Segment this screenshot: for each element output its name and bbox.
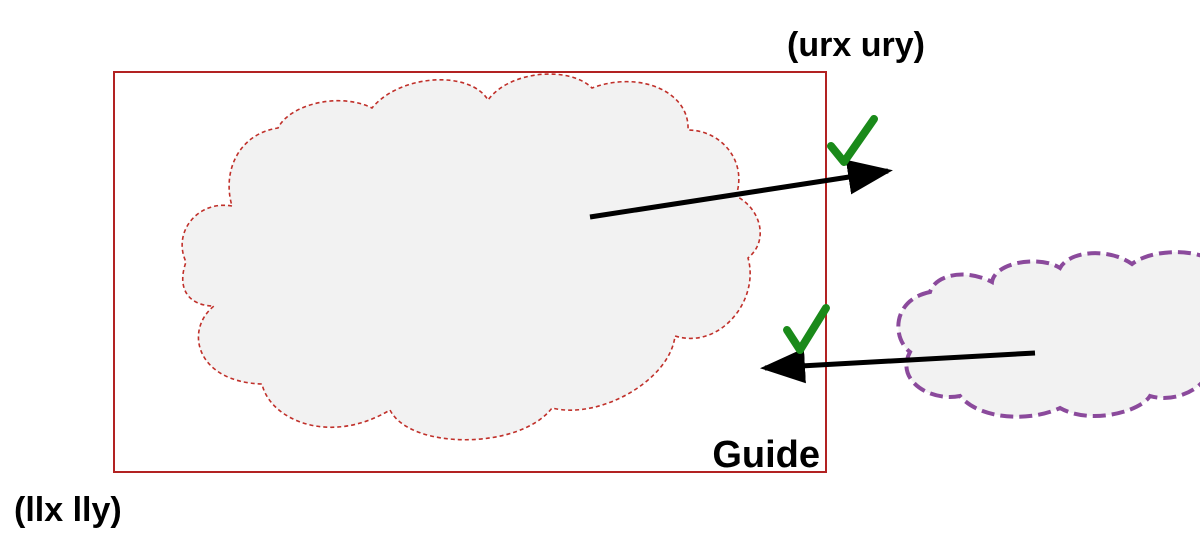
lower-left-label: (llx lly): [14, 491, 122, 529]
inner-cloud: [181, 73, 761, 441]
incoming-arrow: [760, 348, 1036, 384]
guide-box: [113, 71, 827, 473]
guide-label: Guide: [712, 434, 820, 476]
upper-right-label: (urx ury): [787, 26, 925, 64]
check-icon: [783, 304, 830, 354]
outgoing-arrow: [589, 159, 893, 220]
outer-cloud: [896, 250, 1200, 419]
check-icon: [827, 115, 878, 166]
